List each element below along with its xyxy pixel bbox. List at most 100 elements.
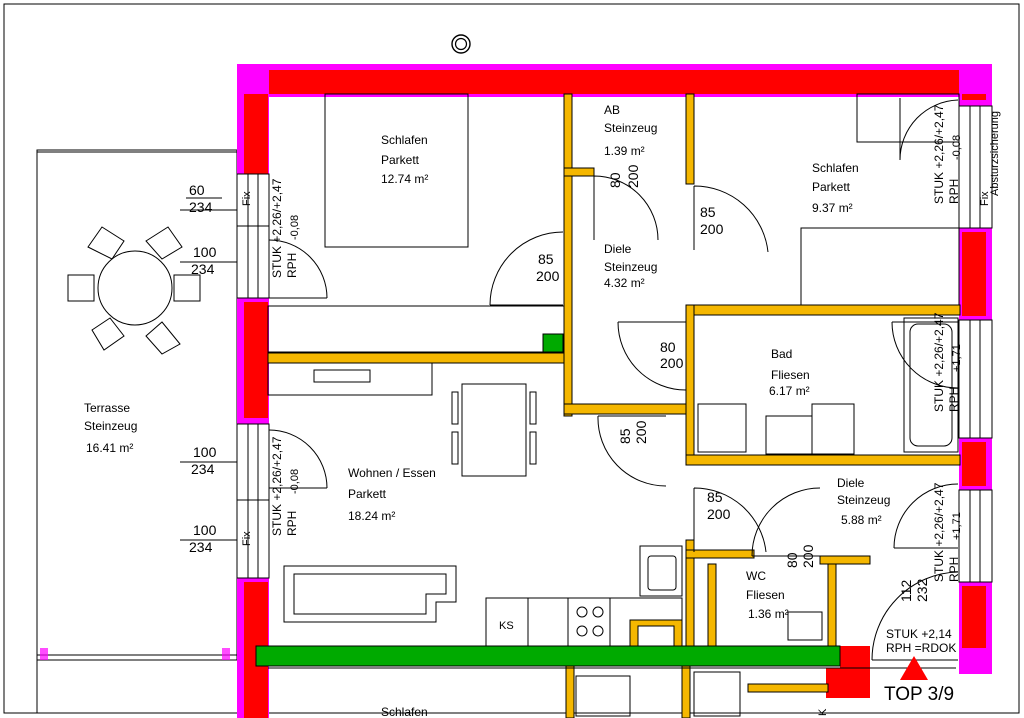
inner-walls: [267, 93, 961, 718]
door-width: 80: [607, 172, 623, 188]
room-name: Bad: [771, 347, 792, 361]
stuk-label: STUK +2,26/+2,47: [270, 178, 284, 278]
room-area: 16.41 m²: [86, 441, 133, 455]
room-floor: Fliesen: [771, 368, 810, 382]
rph-value: -0,08: [289, 215, 301, 240]
door-label-7: 80 200: [784, 544, 816, 568]
entrance-rph: RPH =RDOK: [886, 641, 956, 655]
door-height: 200: [633, 420, 649, 444]
room-schlafen-1: Schlafen Parkett 12.74 m²: [381, 133, 428, 186]
fix-label: Fix: [241, 191, 253, 206]
room-diele-2: Diele Steinzeug 5.88 m²: [837, 476, 890, 527]
window-label-1: 60 234 Fix: [186, 182, 253, 215]
rph-value: -0,08: [951, 135, 963, 160]
rph-label: RPH: [947, 179, 961, 204]
parapet-label-4: STUK +2,26/+2,47 RPH +1,71: [932, 312, 963, 412]
door-height: 200: [707, 506, 731, 522]
door-width: 85: [707, 489, 723, 505]
ks-label: KS: [499, 620, 514, 632]
door-width: 85: [538, 251, 554, 267]
windows: [180, 105, 993, 583]
room-terrasse: Terrasse Steinzeug 16.41 m²: [84, 401, 137, 455]
door-width: 80: [784, 552, 800, 568]
fix-label: Fix: [241, 531, 253, 546]
stuk-label: STUK +2,26/+2,47: [932, 482, 946, 582]
window-width: 100: [193, 522, 217, 538]
rph-label: RPH: [947, 387, 961, 412]
stuk-label: STUK +2,26/+2,47: [270, 436, 284, 536]
window-width: 60: [189, 182, 205, 198]
k-mark: K: [817, 708, 829, 716]
room-area: 12.74 m²: [381, 172, 428, 186]
room-area: 9.37 m²: [812, 201, 853, 215]
room-area: 6.17 m²: [769, 384, 810, 398]
unit-label: TOP 3/9: [884, 684, 954, 705]
room-bad: Bad Fliesen 6.17 m²: [769, 347, 810, 398]
stuk-label: STUK +2,26/+2,47: [932, 104, 946, 204]
room-area: 18.24 m²: [348, 509, 395, 523]
window-height: 234: [191, 461, 215, 477]
door-label-4: 80 200: [660, 339, 684, 371]
room-area: 1.36 m²: [748, 607, 789, 621]
room-area: 5.88 m²: [841, 513, 882, 527]
door-height: 200: [660, 355, 684, 371]
room-schlafen-3: Schlafen: [381, 705, 428, 718]
furniture: [267, 93, 960, 717]
room-floor: Parkett: [812, 180, 851, 194]
parapet-label-1: STUK +2,26/+2,47 RPH -0,08: [270, 178, 301, 278]
room-name: Terrasse: [84, 401, 130, 415]
room-floor: Parkett: [381, 153, 420, 167]
north-marker: [451, 34, 471, 54]
door-height: 200: [625, 164, 641, 188]
rph-value: +1,71: [951, 512, 963, 540]
window-height: 234: [191, 261, 215, 277]
room-name: Schlafen: [812, 161, 859, 175]
door-swings: [268, 98, 959, 661]
dining-table: [461, 383, 527, 477]
door-height: 200: [800, 544, 816, 568]
door-height: 200: [700, 221, 724, 237]
room-name: Schlafen: [381, 705, 428, 718]
sofa: [283, 565, 457, 623]
entrance-dim-bottom: 232: [914, 578, 930, 602]
outer-walls: [237, 64, 992, 718]
rph-value: -0,08: [289, 469, 301, 494]
room-name: Diele: [604, 242, 632, 256]
room-wc: WC Fliesen 1.36 m²: [746, 569, 789, 621]
window-label-4: 100 234 Fix: [189, 522, 253, 555]
room-name: WC: [746, 569, 766, 583]
room-floor: Fliesen: [746, 588, 785, 602]
room-floor: Steinzeug: [604, 121, 657, 135]
bed-1: [324, 93, 469, 248]
entrance-stuk: STUK +2,14: [886, 627, 952, 641]
room-area: 4.32 m²: [604, 276, 645, 290]
parapet-label-2: STUK +2,26/+2,47 RPH -0,08: [270, 436, 301, 536]
room-name: Diele: [837, 476, 865, 490]
door-label-1: 85 200: [536, 251, 560, 284]
room-ab: AB Steinzeug 1.39 m²: [604, 103, 657, 158]
door-label-2: 80 200: [607, 164, 641, 188]
door-label-3: 85 200: [700, 204, 724, 237]
door-label-6: 85 200: [707, 489, 731, 522]
room-diele-1: Diele Steinzeug 4.32 m²: [604, 242, 657, 290]
room-floor: Steinzeug: [84, 419, 137, 433]
room-floor: Steinzeug: [837, 493, 890, 507]
door-width: 85: [700, 204, 716, 220]
door-height: 200: [536, 268, 560, 284]
parapet-label-3: STUK +2,26/+2,47 RPH -0,08: [932, 104, 963, 204]
rph-label: RPH: [947, 557, 961, 582]
room-name: AB: [604, 103, 620, 117]
window-label-3: 100 234: [191, 444, 217, 477]
window-height: 234: [189, 199, 213, 215]
stuk-label: STUK +2,26/+2,47: [932, 312, 946, 412]
entrance-info: 112 232 STUK +2,14 RPH =RDOK TOP 3/9: [884, 578, 956, 705]
absturzsicherung-label: Absturzsicherung: [989, 111, 1001, 196]
door-label-5: 85 200: [617, 420, 649, 444]
sink: [811, 403, 855, 455]
kitchen-counter: [485, 597, 683, 647]
door-width: 80: [660, 339, 676, 355]
window-label-2: 100 234: [191, 244, 217, 277]
rph-value: +1,71: [951, 344, 963, 372]
window-height: 234: [189, 539, 213, 555]
